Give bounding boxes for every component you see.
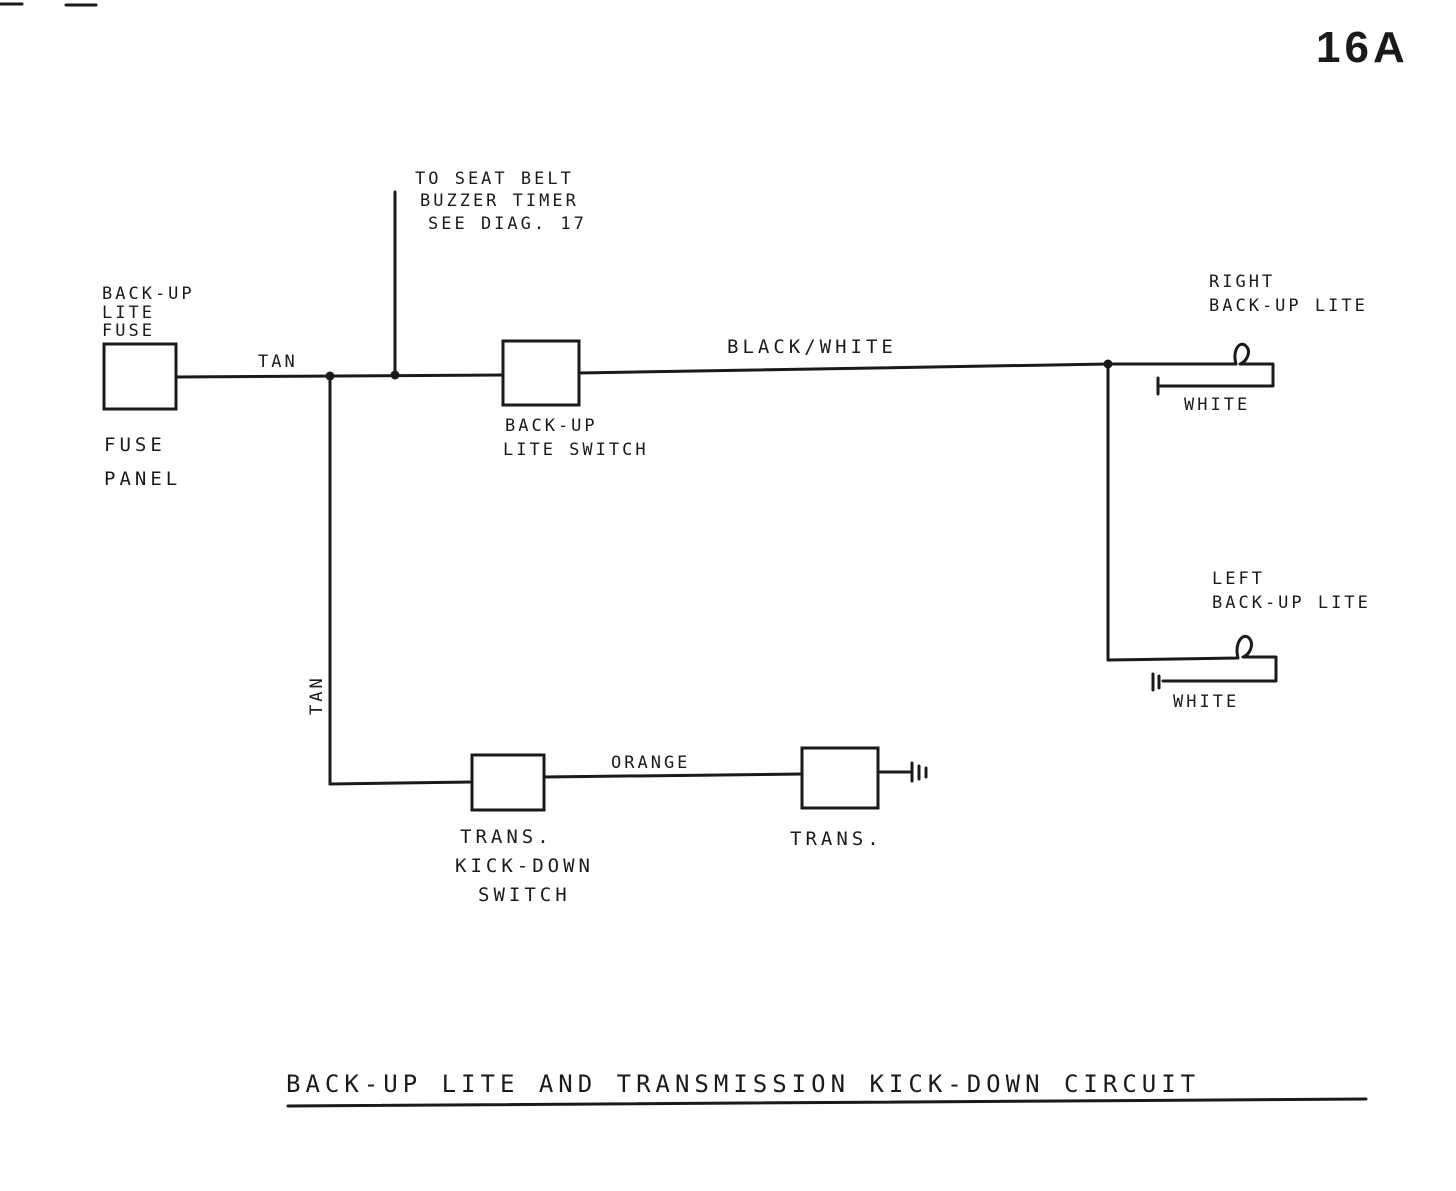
left-white-wire-label: WHITE <box>1173 692 1239 712</box>
fuse-box <box>102 342 178 411</box>
junction-node <box>1103 359 1113 369</box>
right-white-wire-label: WHITE <box>1184 395 1250 415</box>
backup-lite-switch-box <box>501 339 581 407</box>
tan-wire-fuse-to-switch <box>174 373 505 379</box>
right-backup-lite-filament <box>1106 342 1275 388</box>
tan-wire-label: TAN <box>258 352 298 372</box>
trans-box <box>800 746 880 810</box>
backup-lite-switch-label: BACK-UP LITE SWITCH <box>503 416 649 460</box>
kickdown-switch-box <box>470 753 546 812</box>
right-backup-lite-label: RIGHT BACK-UP LITE <box>1209 272 1368 316</box>
kickdown-switch-label: TRANS. KICK-DOWN SWITCH <box>455 826 609 906</box>
trans-label: TRANS. <box>790 828 883 850</box>
seat-belt-note: TO SEAT BELT BUZZER TIMER SEE DIAG. 17 <box>415 169 592 234</box>
left-backup-lite-label: LEFT BACK-UP LITE <box>1212 569 1371 613</box>
page-number: 16A <box>1316 23 1409 72</box>
junction-node <box>390 370 400 380</box>
left-backup-lite-filament <box>1106 634 1278 683</box>
black-white-wire-label: BLACK/WHITE <box>727 336 897 358</box>
black-white-wire <box>577 362 1110 375</box>
fuse-panel-label: FUSE PANEL <box>104 434 181 490</box>
junction-node <box>325 371 335 381</box>
diagram-title: BACK-UP LITE AND TRANSMISSION KICK-DOWN … <box>286 1070 1200 1098</box>
orange-wire <box>542 772 804 779</box>
tan-wire-to-kickdown <box>328 780 474 786</box>
title-underline <box>286 1097 1368 1108</box>
fuse-label: BACK-UP LITE FUSE <box>102 284 208 341</box>
orange-wire-label: ORANGE <box>611 753 690 773</box>
tan-vertical-wire-label: TAN <box>307 675 327 715</box>
